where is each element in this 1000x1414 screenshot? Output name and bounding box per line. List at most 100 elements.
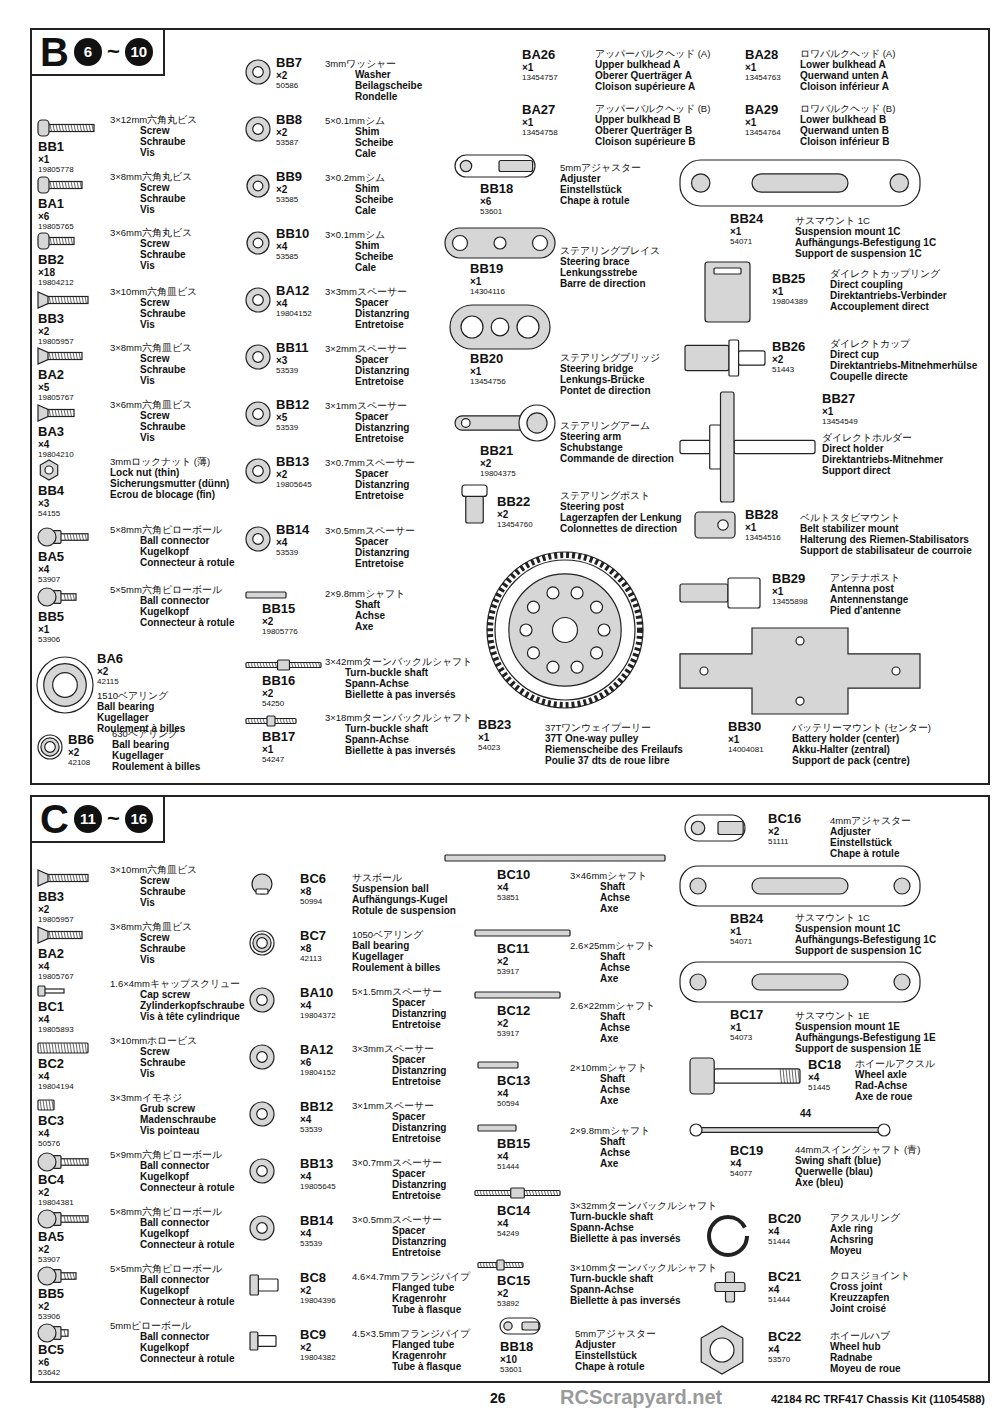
part-number: 54071 [730,237,763,246]
part-description: 3×12mm六角丸ビスScrewSchraubeVis [110,114,197,158]
part-code-block: BB22×213454760 [497,495,533,529]
german-name: Kugellager [97,712,185,723]
quantity: ×2 [480,458,516,469]
part-number: 50994 [300,897,326,906]
part-drawing [246,345,270,369]
kit-footer: 42184 RC TRF417 Chassis Kit (11054588) [771,1393,985,1406]
thread-line [515,1263,517,1268]
part-drawing [709,1217,747,1255]
thread-line [70,1216,72,1222]
thread-line [538,1191,540,1196]
part-code: BB16 [262,674,295,688]
japanese-name: 3×6mm六角丸ビス [110,227,192,238]
thread-line [58,296,60,303]
quantity: ×1 [38,154,74,165]
thread-line [518,1263,520,1268]
japanese-name: 3×8mm六角丸ビス [110,171,192,182]
english-name: Wheel axle [855,1069,935,1080]
part-outline [38,870,48,886]
thread-line [535,1191,537,1196]
thread-line [50,237,52,244]
thread-line [79,534,81,540]
part-description: 3×10mmターンバックルシャフトTurn-buckle shaftSpann-… [570,1262,717,1306]
french-name: Axe [600,1158,650,1169]
thread-line [52,1100,54,1110]
part-code-block: BA29×113454764 [745,103,781,137]
part-code: BB18 [480,182,513,196]
thread-line [76,1043,78,1053]
german-name: Schraube [140,1057,197,1068]
quantity: ×1 [728,734,764,745]
quantity: ×1 [522,62,558,73]
translations: SpacerDistanzringEntretoise [355,536,415,569]
part-outline [527,413,547,433]
german-name: Kugelkopf [140,1342,234,1353]
thread-line [73,1216,75,1222]
thread-line [85,296,87,303]
quantity: ×4 [768,1284,801,1295]
part-outline [499,161,533,172]
french-name: Biellette à pas inversés [570,1233,717,1244]
german-name: Schubstange [560,442,674,453]
step-number: 11 [74,805,102,833]
thread-line [73,296,75,303]
french-name: Support de suspension 1C [795,945,936,956]
thread-line [73,594,75,600]
part-outline [504,1322,512,1330]
part-code: BA5 [38,550,64,564]
thread-line [64,1159,66,1165]
japanese-name: 5mmアジャスター [560,162,641,173]
part-description: バッテリーマウント (センター)Battery holder (center)A… [792,722,931,766]
part-description: 44mmスイングシャフト (青)Swing shaft (blue)Querwe… [795,1144,920,1188]
french-name: Poulie 37 dts de roue libre [545,755,683,766]
german-name: Schraube [140,421,192,432]
part-outline [527,601,539,613]
quantity: ×1 [262,744,295,755]
thread-line [49,352,51,359]
translations: Direct holderDirektantriebs-MitnehmerSup… [822,443,943,476]
thread-line [56,124,58,131]
translations: SpacerDistanzringEntretoise [392,1225,446,1258]
part-drawing [445,228,555,258]
english-name: Ball bearing [112,739,200,750]
part-number: 19805893 [38,1025,74,1034]
quantity: ×1 [470,366,506,377]
thread-line [550,1191,552,1196]
translations: Steering armSchubstangeCommande de direc… [560,431,674,464]
part-number: 50594 [497,1099,530,1108]
translations: Direct cupDirektantriebs-MitnehmerhülseC… [830,349,977,382]
french-name: Vis pointeau [140,1125,216,1136]
german-name: Distanzring [392,1179,446,1190]
part-description: 2×9.8mmシャフトShaftAchseAxe [325,588,405,632]
english-name: Shaft [600,1073,647,1084]
part-description: 3×8mm六角丸ビスScrewSchraubeVis [110,171,192,215]
french-name: Axe de roue [855,1091,935,1102]
part-outline [250,1216,274,1240]
thread-line [257,719,259,724]
part-number: 14304116 [470,287,505,296]
part-number: 53601 [500,1365,533,1374]
part-code: BC9 [300,1328,336,1342]
part-code: BC16 [768,812,801,826]
japanese-name: 4.5×3.5mmフランジパイプ [352,1328,470,1339]
german-name: Radnabe [830,1352,901,1363]
part-description: 3×3mmイモネジGrub screwMadenschraubeVis poin… [110,1092,216,1136]
part-outline [48,181,82,188]
part-code: BB30 [728,720,764,734]
french-name: Entretoise [392,1076,446,1087]
thread-line [56,237,58,244]
translations: ScrewSchraubeVis [140,238,192,271]
part-code-block: BB19×114304116 [470,262,505,296]
quantity: ×4 [768,1344,801,1355]
thread-line [798,1069,800,1083]
part-outline [38,927,48,943]
french-name: Moyeu de roue [830,1363,901,1374]
thread-line [495,1191,497,1196]
quantity: ×4 [497,1218,530,1229]
part-number: 54077 [730,1169,763,1178]
german-name: Aufhängungs-Befestigung 1E [795,1032,936,1043]
english-name: Steering bridge [560,363,660,374]
thread-line [59,181,61,188]
german-name: Antennenstange [830,594,908,605]
thread-line [79,874,81,881]
